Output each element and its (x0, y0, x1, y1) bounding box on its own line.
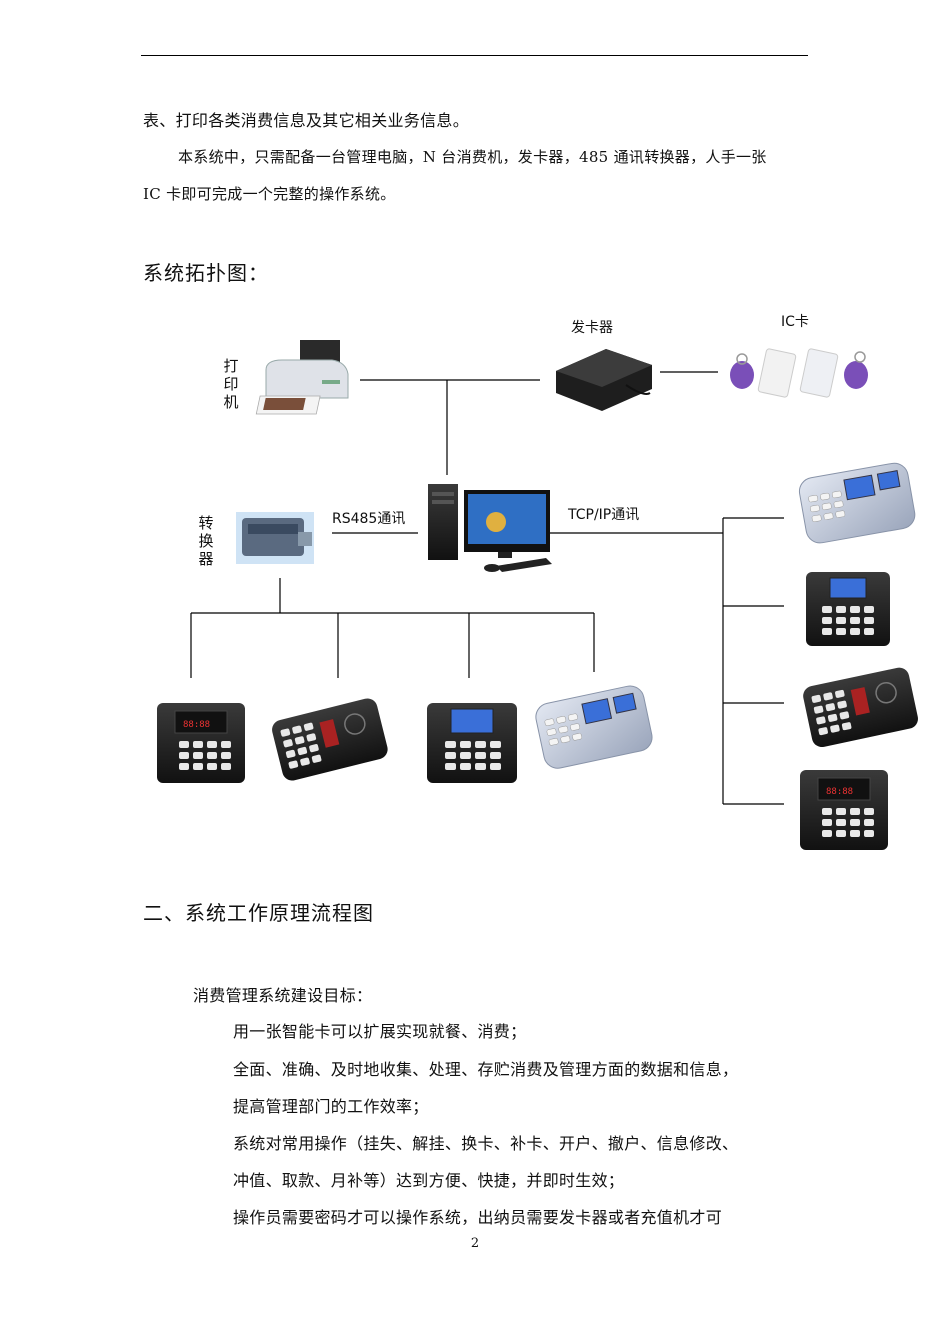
goal-item: 用一张智能卡可以扩展实现就餐、消费； (233, 1022, 527, 1041)
header-rule (141, 55, 808, 56)
section2-heading: 二、系统工作原理流程图 (143, 901, 374, 925)
card-issuer-label: 发卡器 (571, 320, 613, 336)
section2-subheading: 消费管理系统建设目标： (193, 986, 373, 1005)
goal-item: 提高管理部门的工作效率； (233, 1097, 429, 1116)
pos-terminal-icon (803, 667, 918, 748)
goal-item: 冲值、取款、月补等）达到方便、快捷，并即时生效； (233, 1171, 625, 1190)
pos-terminal-icon (272, 698, 388, 781)
rs485-label: RS485通讯 (332, 511, 406, 527)
goal-item: 操作员需要密码才可以操作系统，出纳员需要发卡器或者充值机才可 (233, 1208, 723, 1227)
topology-diagram: 88:88 (157, 340, 918, 850)
tcpip-label: TCP/IP通讯 (568, 507, 640, 523)
intro-line-3: IC 卡即可完成一个完整的操作系统。 (143, 185, 396, 203)
converter-label: 转换器 (198, 514, 214, 568)
svg-text:88:88: 88:88 (183, 720, 210, 730)
goal-item: 全面、准确、及时地收集、处理、存贮消费及管理方面的数据和信息， (233, 1060, 739, 1079)
svg-text:88:88: 88:88 (826, 787, 853, 797)
printer-label: 打印机 (223, 357, 239, 411)
pos-terminal-icon: 88:88 (800, 770, 888, 850)
ic-card-label: IC卡 (781, 314, 809, 330)
computer-icon (428, 484, 552, 572)
pos-terminal-icon: 88:88 (157, 703, 245, 783)
intro-line-1: 表、打印各类消费信息及其它相关业务信息。 (143, 111, 470, 130)
converter-icon (236, 512, 314, 564)
goal-item: 系统对常用操作（挂失、解挂、换卡、补卡、开户、撤户、信息修改、 (233, 1134, 739, 1153)
pos-terminal-icon (798, 462, 916, 544)
card-issuer-icon (556, 349, 652, 411)
intro-line-2: 本系统中，只需配备一台管理电脑，N 台消费机，发卡器，485 通讯转换器，人手一… (178, 148, 767, 166)
pos-terminal-icon (535, 685, 653, 769)
printer-icon (255, 340, 349, 415)
pos-terminal-icon (806, 572, 890, 646)
ic-card-icon (730, 348, 868, 398)
connection-lines (190, 371, 784, 805)
pos-terminal-icon (427, 703, 517, 783)
page-number: 2 (470, 1236, 480, 1251)
topology-heading: 系统拓扑图： (143, 261, 269, 285)
